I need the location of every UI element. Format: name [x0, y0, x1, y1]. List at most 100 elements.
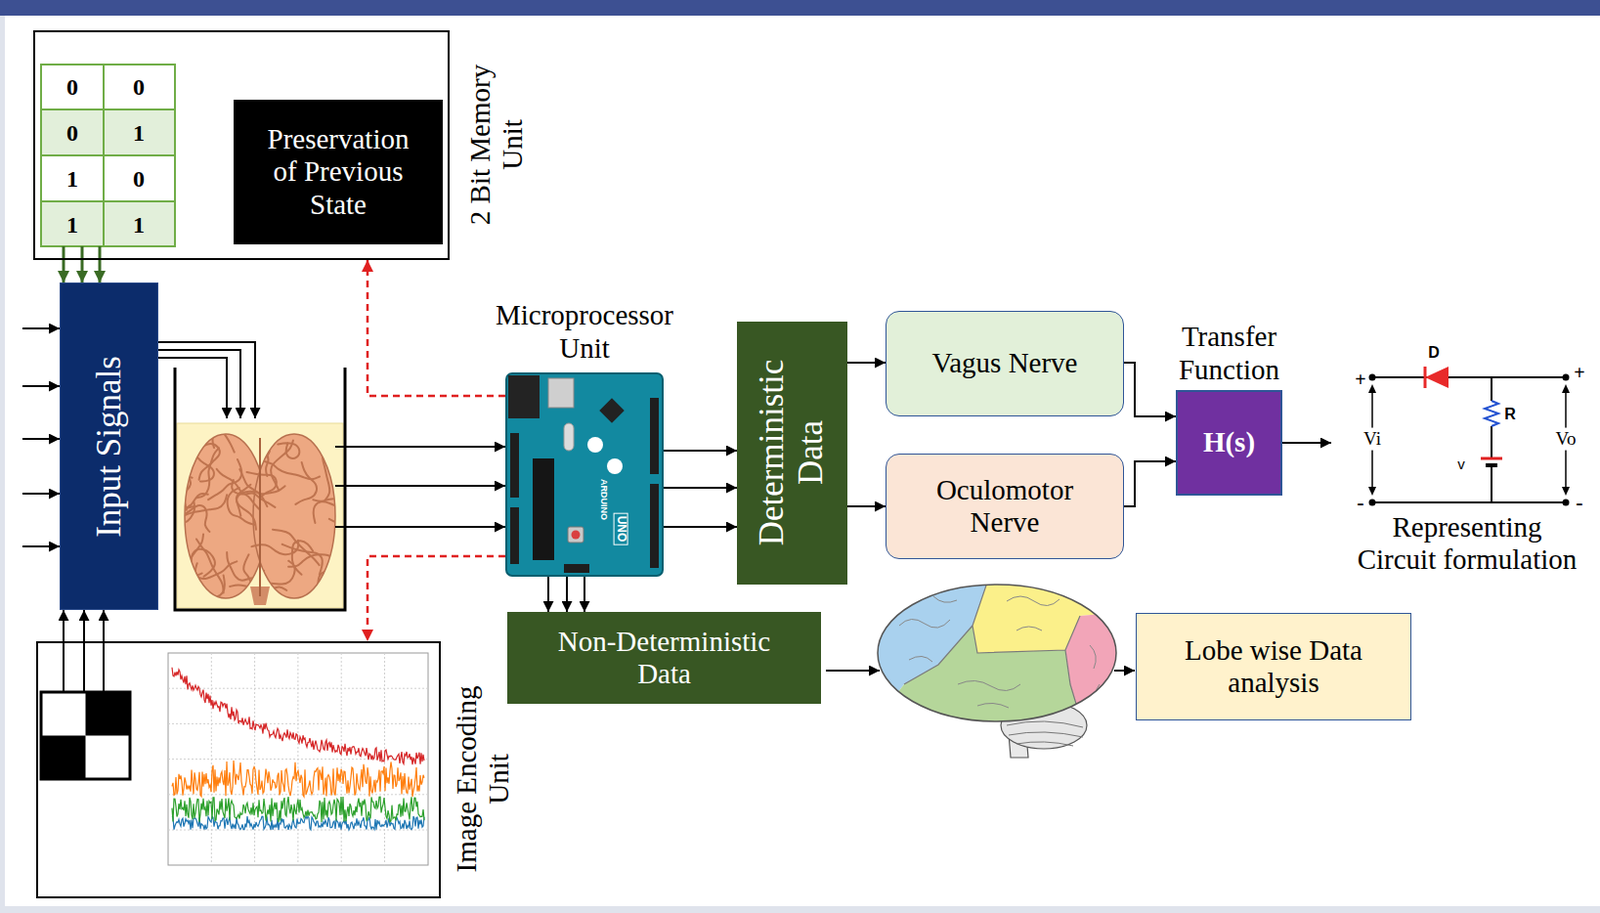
deterministic-box: Deterministic Data	[736, 321, 848, 585]
connector-arrow	[367, 556, 506, 642]
brain-fold	[236, 491, 267, 517]
input-arrow	[22, 385, 60, 388]
brain-fold	[212, 413, 255, 448]
polarity-sign: +	[1573, 361, 1585, 384]
checker-pattern	[41, 691, 130, 779]
table-cell: 1	[132, 120, 145, 146]
node-heading: Transfer Function	[1146, 320, 1313, 387]
state-box: Preservation of Previous State	[233, 99, 443, 245]
occipital-lobe	[1065, 610, 1134, 734]
brain-gyri	[899, 596, 1100, 708]
brain-folds	[140, 390, 381, 625]
memory-unit-box: Preservation of Previous State2 Bit Memo…	[33, 30, 450, 260]
reset-button	[567, 526, 584, 543]
brain-fold	[272, 529, 320, 565]
microcontroller-chip	[532, 458, 555, 561]
table-cell: 0	[132, 166, 145, 192]
reset-button	[571, 530, 581, 540]
beaker-arrow	[158, 349, 241, 419]
connector-arrow	[1124, 362, 1176, 417]
brain-fold	[196, 538, 224, 593]
brain-fold	[246, 411, 270, 459]
input-arrow	[22, 437, 60, 440]
connector-arrow	[102, 609, 105, 642]
connector-arrow	[565, 576, 568, 612]
connector-arrow	[847, 361, 886, 364]
grid-line	[341, 652, 343, 865]
brain-fold	[295, 462, 317, 505]
brain-fold	[254, 422, 268, 476]
node-heading: Image Encoding Unit	[450, 674, 517, 885]
brain-fold	[329, 518, 381, 546]
brain-fold	[313, 501, 355, 523]
truth-table	[41, 64, 175, 247]
brain-fissure	[259, 437, 261, 597]
brain-fold	[187, 575, 225, 612]
node-text: H(s)	[1203, 426, 1255, 459]
connector-arrow	[547, 576, 550, 612]
brain-fold	[206, 407, 234, 452]
brain-fold	[241, 597, 269, 625]
table-grid	[41, 64, 175, 247]
beaker-arrow	[158, 342, 256, 419]
terminal-dot	[1562, 499, 1570, 507]
microprocessor-board: Microprocessor Unit	[505, 372, 664, 577]
pin-header	[649, 397, 659, 475]
node-heading: Microprocessor Unit	[476, 299, 692, 365]
capacitor	[587, 436, 604, 453]
connector-arrow	[367, 259, 506, 396]
beaker-outline	[174, 367, 346, 610]
node-text: Vagus Nerve	[932, 346, 1079, 380]
grid-line	[168, 758, 429, 760]
arrow-head	[1368, 486, 1377, 496]
pin-header	[510, 432, 519, 498]
connector-arrow	[1124, 461, 1176, 507]
connector-arrow	[663, 449, 737, 452]
brain-output-arrow	[335, 445, 506, 448]
cerebellum-folds	[1006, 721, 1083, 746]
connector-arrow	[1282, 441, 1332, 444]
arrow-head	[1561, 486, 1570, 496]
nerve-box: Oculomotor Nerve	[885, 453, 1125, 560]
connector-arrow	[62, 259, 66, 283]
input-signals-box: Input Signals	[59, 282, 159, 610]
checker-cell	[41, 735, 87, 780]
brain-fold	[322, 441, 331, 501]
component-label: v	[1457, 456, 1466, 474]
brain-fold	[327, 390, 343, 449]
brain-fold	[195, 561, 237, 579]
transfer-function-box: Transfer FunctionH(s)	[1175, 389, 1283, 496]
connector-arrow	[583, 576, 586, 612]
table-row	[41, 155, 175, 202]
signal-trace	[172, 760, 425, 797]
table-cell: 1	[132, 212, 145, 238]
input-arrow	[22, 492, 60, 495]
brain-fold	[208, 459, 242, 500]
temporal-lobe	[869, 625, 1085, 734]
capacitor	[606, 458, 623, 475]
nerve-box: Vagus Nerve	[885, 310, 1125, 417]
brain-fold	[243, 554, 266, 604]
table-row	[41, 109, 175, 156]
brain-fold	[317, 549, 354, 590]
grid-line	[168, 793, 429, 795]
polarity-sign: +	[1354, 368, 1366, 390]
node-text: Lobe wise Data analysis	[1156, 634, 1391, 700]
pin-header	[649, 483, 659, 568]
brain-fold	[226, 552, 264, 581]
polarity-sign: -	[1575, 490, 1583, 515]
brain-output-arrow	[335, 525, 506, 528]
power-jack	[548, 378, 574, 408]
node-text: Non-Deterministic Data	[542, 625, 787, 692]
board-base	[506, 373, 663, 576]
terminal-dot	[1369, 374, 1377, 382]
voltage-label: Vi	[1361, 428, 1384, 451]
usb-chip	[599, 397, 624, 423]
table-row	[41, 64, 175, 110]
lobe-regions	[869, 576, 1134, 734]
battery-symbol	[1485, 463, 1498, 468]
node-heading: 2 Bit Memory Unit	[464, 51, 530, 238]
table-cell: 1	[66, 212, 79, 238]
checker-cell	[86, 691, 131, 736]
beaker-arrow	[158, 357, 227, 419]
